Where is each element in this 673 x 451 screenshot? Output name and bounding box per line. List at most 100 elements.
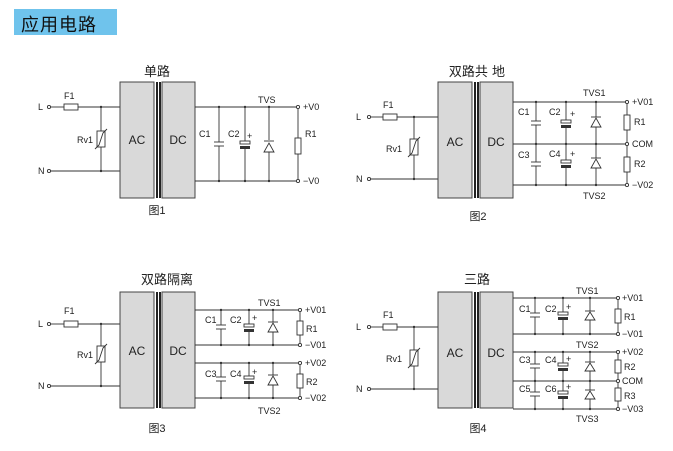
diagram-3-caption: 图3 [148, 422, 165, 435]
diagram-3-label-n: N [38, 381, 45, 391]
diagram-4-label-l: L [356, 322, 361, 332]
diagram-3-out1n: −V01 [305, 340, 326, 350]
svg-text:+: + [566, 354, 571, 364]
svg-text:+: + [566, 382, 571, 392]
diagram-4-c1: C1 [519, 304, 531, 314]
diagram-2-fuse-icon [382, 113, 398, 121]
diagram-1-fuse-label: F1 [64, 91, 75, 101]
svg-text:+: + [570, 149, 575, 159]
diagram-4-out1p: +V01 [622, 293, 643, 303]
diagram-1-out-pos: +V0 [303, 102, 319, 112]
diagram-3-tvs1: TVS1 [258, 298, 281, 308]
diagram-2-c4: C4 [549, 149, 561, 159]
diagram-4-fuse-label: F1 [383, 310, 394, 320]
diagram-3-c2: C2 [230, 315, 242, 325]
diagram-2-label-l: L [356, 112, 361, 122]
diagram-4-tvs3: TVS3 [576, 414, 599, 424]
diagram-3-dc-label: DC [169, 344, 187, 358]
diagram-4-c4: C4 [545, 355, 557, 365]
diagram-2-tvs2: TVS2 [583, 191, 606, 201]
diagram-2-r1: R1 [634, 117, 646, 127]
diagram-1-ac-block [119, 81, 155, 199]
diagram-2-dc-block [479, 81, 514, 199]
svg-text:+: + [252, 313, 257, 323]
diagram-1-tvs: TVS [258, 95, 276, 105]
diagram-2-fuse-label: F1 [383, 100, 394, 110]
diagram-4-out1n: −V01 [622, 329, 643, 339]
diagram-3-title: 双路隔离 [141, 272, 193, 288]
diagram-4-ac-label: AC [447, 346, 464, 360]
svg-text:+: + [570, 109, 575, 119]
diagram-4-c6: C6 [545, 384, 557, 394]
diagram-1-r1: R1 [305, 129, 317, 139]
diagram-2-label-n: N [356, 174, 363, 184]
diagram-2-out2: −V02 [632, 180, 653, 190]
diagram-1-dc-label: DC [169, 133, 187, 147]
diagram-4-ac-block [437, 291, 473, 409]
diagram-4-c2: C2 [545, 304, 557, 314]
section-header [14, 9, 117, 35]
diagram-1-caption: 图1 [148, 204, 165, 217]
diagram-2-r2: R2 [634, 159, 646, 169]
diagram-3-c3: C3 [205, 369, 217, 379]
diagram-4: 三路 L N F1 Rv1 AC DC +V01 −V01 +V02 COM −… [356, 272, 643, 435]
diagram-3-c4: C4 [230, 369, 242, 379]
diagram-4-varistor-label: Rv1 [386, 354, 402, 364]
diagram-1-c1: C1 [199, 129, 211, 139]
section-title: 应用电路 [21, 15, 97, 36]
diagram-1-label-n: N [38, 166, 45, 176]
diagram-2-c3: C3 [518, 150, 530, 160]
diagram-4-r3: R3 [624, 391, 636, 401]
diagram-3-tvs2: TVS2 [258, 406, 281, 416]
diagram-2-tvs1: TVS1 [583, 88, 606, 98]
diagram-3-dc-block [161, 291, 196, 409]
diagram-1: 单路 L N F1 Rv1 AC DC +V0 −V0 C1 C2 + [38, 64, 319, 217]
diagram-4-com: COM [622, 376, 643, 386]
diagram-2-dc-label: DC [487, 135, 505, 149]
svg-text:+: + [252, 367, 257, 377]
diagram-2-c1: C1 [518, 107, 530, 117]
diagram-4-c3: C3 [519, 355, 531, 365]
diagram-1-out-neg: −V0 [303, 176, 319, 186]
diagram-2-com: COM [632, 139, 653, 149]
svg-text:+: + [247, 131, 252, 141]
diagram-1-ac-label: AC [129, 133, 146, 147]
diagram-3-fuse-label: F1 [64, 306, 75, 316]
diagram-2-out1: +V01 [632, 97, 653, 107]
diagram-3-varistor-label: Rv1 [77, 350, 93, 360]
diagram-1-title: 单路 [144, 64, 170, 80]
diagram-3-ac-block [119, 291, 155, 409]
diagram-4-tvs1: TVS1 [576, 286, 599, 296]
diagram-4-caption: 图4 [469, 422, 486, 435]
diagram-4-out2p: +V02 [622, 347, 643, 357]
svg-text:+: + [566, 302, 571, 312]
diagram-2-title: 双路共 地 [449, 64, 505, 80]
diagram-4-title: 三路 [464, 272, 490, 288]
diagram-4-tvs2: TVS2 [576, 340, 599, 350]
diagram-4-r1: R1 [624, 312, 636, 322]
diagram-2-ac-label: AC [447, 135, 464, 149]
diagram-1-fuse-icon [63, 103, 79, 111]
diagram-2-varistor-label: Rv1 [386, 144, 402, 154]
diagram-2: 双路共 地 L N F1 Rv1 AC DC +V01 COM −V02 C1 … [356, 64, 653, 223]
diagram-3-label-l: L [38, 319, 43, 329]
diagram-3: 双路隔离 L N F1 Rv1 AC DC +V01 −V01 +V02 −V0… [38, 272, 326, 435]
diagram-2-ac-block [437, 81, 473, 199]
diagram-3-out2p: +V02 [305, 358, 326, 368]
diagram-1-dc-block [161, 81, 196, 199]
diagram-2-caption: 图2 [469, 210, 486, 223]
diagram-4-label-n: N [356, 384, 363, 394]
diagram-4-out3n: −V03 [622, 404, 643, 414]
diagram-1-varistor-label: Rv1 [77, 135, 93, 145]
diagram-1-c2: C2 [228, 129, 240, 139]
diagram-3-out1p: +V01 [305, 305, 326, 315]
diagram-3-r1: R1 [306, 324, 318, 334]
diagram-4-dc-label: DC [487, 346, 505, 360]
diagram-3-c1: C1 [205, 315, 217, 325]
diagram-3-r2: R2 [306, 377, 318, 387]
diagram-4-dc-block [479, 291, 514, 409]
diagram-4-r2: R2 [624, 362, 636, 372]
diagram-3-out2n: −V02 [305, 393, 326, 403]
diagram-4-c5: C5 [519, 384, 531, 394]
